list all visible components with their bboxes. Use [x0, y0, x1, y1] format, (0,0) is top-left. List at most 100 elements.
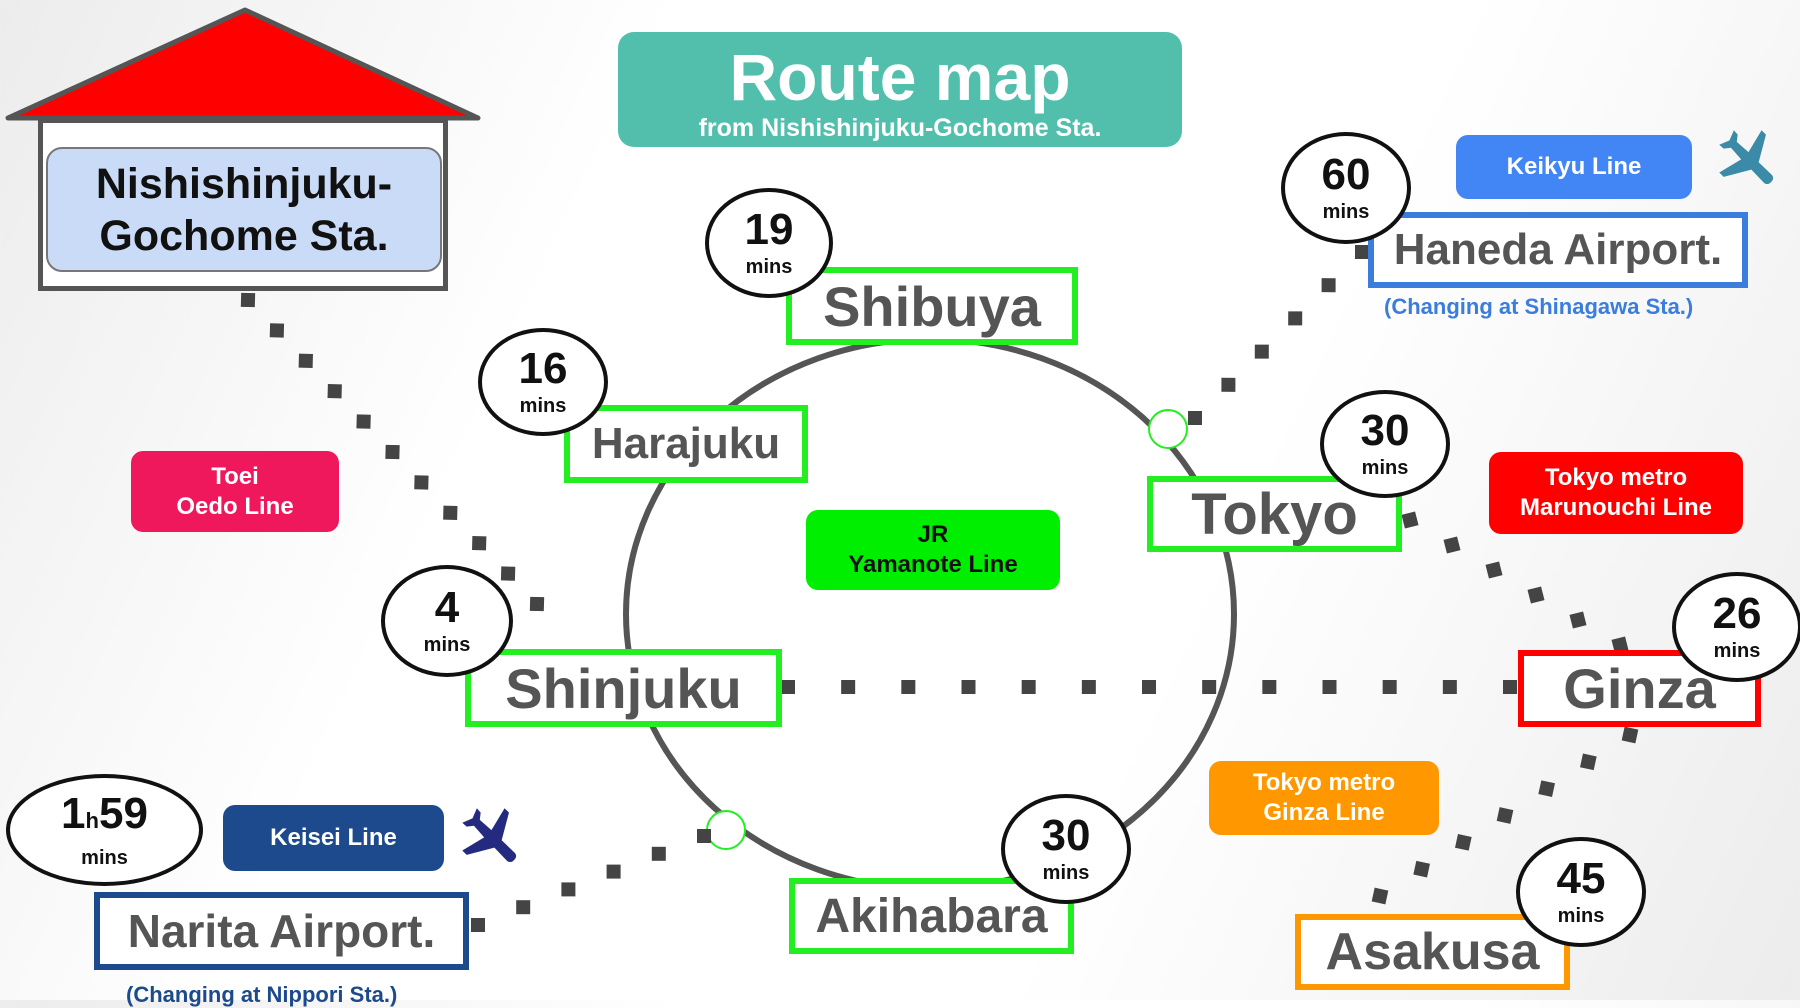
yamanote-line2: Yamanote Line — [848, 551, 1018, 578]
time-tokyo-unit: mins — [1361, 457, 1409, 479]
keisei-route-dot — [651, 846, 666, 861]
ginza-route-dot — [1455, 834, 1472, 851]
marunouchi-route-dot — [1322, 680, 1337, 694]
keisei-label: Keisei Line — [270, 824, 397, 851]
time-narita-hours: 1 — [61, 788, 86, 838]
oedo-route-dot — [529, 596, 545, 612]
marunouchi-route-dot — [1503, 680, 1517, 694]
oedo-line1: Toei — [211, 462, 259, 490]
yamanote-line1: JR — [917, 521, 949, 548]
keikyu-route-dot — [1221, 377, 1236, 392]
time-narita-minutes: 59 — [98, 788, 148, 838]
time-haneda-value: 60 — [1321, 150, 1371, 199]
marunouchi-route-dot — [1382, 680, 1397, 694]
station-asakusa[interactable]: Asakusa — [1295, 914, 1570, 990]
station-haneda-name: Haneda Airport. — [1393, 225, 1723, 274]
station-narita[interactable]: Narita Airport. — [94, 892, 469, 970]
time-badge-haneda: 60 mins — [1281, 132, 1411, 244]
time-ginza-value: 26 — [1712, 589, 1762, 638]
transfer-point-shinagawa — [1148, 409, 1188, 449]
ginza-route-dot — [1621, 726, 1639, 744]
line-badge-keisei: Keisei Line — [223, 805, 444, 871]
station-asakusa-name: Asakusa — [1325, 923, 1540, 981]
station-ginza-name: Ginza — [1563, 657, 1716, 720]
marunouchi-line1: Tokyo metro — [1544, 464, 1688, 491]
ginza-route-dot — [1496, 807, 1514, 824]
station-haneda[interactable]: Haneda Airport. — [1368, 212, 1748, 288]
keikyu-route-dot — [1354, 244, 1370, 260]
time-harajuku-value: 16 — [518, 344, 568, 393]
narita-transfer-note: (Changing at Nippori Sta.) — [126, 982, 398, 1007]
time-haneda-unit: mins — [1322, 201, 1370, 223]
title-heading: Route map — [729, 40, 1071, 114]
station-akihabara-name: Akihabara — [815, 889, 1048, 943]
station-harajuku[interactable]: Harajuku — [564, 405, 808, 483]
oedo-route-dot — [414, 475, 429, 490]
time-badge-shibuya: 19 mins — [705, 188, 833, 298]
time-badge-harajuku: 16 mins — [478, 328, 608, 436]
home-station-line1: Nishishinjuku- — [95, 159, 393, 208]
time-narita-value: 1h59 — [61, 788, 148, 843]
keikyu-route-dot — [1254, 344, 1269, 359]
line-badge-keikyu: Keikyu Line — [1456, 135, 1692, 199]
oedo-route-dot — [269, 323, 285, 338]
time-shibuya-value: 19 — [744, 205, 794, 254]
station-shinjuku[interactable]: Shinjuku — [465, 649, 782, 727]
airplane-icon — [462, 808, 517, 863]
time-badge-narita: 1h59 mins — [6, 774, 203, 886]
time-badge-tokyo: 30 mins — [1320, 390, 1450, 498]
time-badge-ginza: 26 mins — [1672, 572, 1800, 682]
marunouchi-route-dot — [1442, 680, 1457, 694]
time-narita-unit: mins — [81, 846, 128, 869]
oedo-route-dot — [356, 414, 371, 429]
station-shibuya-name: Shibuya — [823, 274, 1041, 338]
marunouchi-route-dot — [841, 680, 856, 694]
line-badge-ginza: Tokyo metro Ginza Line — [1209, 761, 1439, 835]
keisei-route-dot — [516, 900, 531, 915]
ginza-route-dot — [1538, 780, 1555, 797]
station-ginza[interactable]: Ginza — [1518, 650, 1761, 727]
ginza-route-dot — [1413, 860, 1430, 878]
keisei-route-dot — [606, 864, 621, 879]
oedo-route-dot — [298, 353, 313, 368]
time-asakusa-unit: mins — [1557, 905, 1605, 927]
keisei-route-dot — [471, 918, 485, 932]
oedo-route-dot — [327, 384, 342, 399]
time-shinjuku-unit: mins — [423, 634, 471, 656]
marunouchi-line2: Marunouchi Line — [1520, 494, 1712, 521]
station-shibuya[interactable]: Shibuya — [786, 267, 1078, 345]
time-harajuku-unit: mins — [519, 395, 567, 417]
marunouchi-route-2-dot — [1485, 561, 1503, 579]
line-badge-marunouchi: Tokyo metro Marunouchi Line — [1489, 452, 1743, 534]
haneda-transfer-note: (Changing at Shinagawa Sta.) — [1384, 294, 1694, 319]
time-narita-h-label: h — [85, 807, 99, 833]
marunouchi-route-dot — [1081, 680, 1096, 694]
time-badge-asakusa: 45 mins — [1516, 837, 1646, 947]
time-tokyo-value: 30 — [1360, 406, 1410, 455]
ginza-line1: Tokyo metro — [1252, 769, 1396, 796]
time-badge-akihabara: 30 mins — [1001, 794, 1131, 904]
marunouchi-route-2-dot — [1611, 636, 1629, 654]
home-station-label[interactable]: Nishishinjuku- Gochome Sta. — [46, 147, 442, 272]
home-station-line2: Gochome Sta. — [99, 211, 389, 260]
keikyu-route-dot — [1187, 410, 1203, 426]
airplane-icon — [1719, 130, 1774, 185]
marunouchi-route-dot — [901, 680, 916, 694]
station-shinjuku-name: Shinjuku — [505, 656, 742, 720]
station-tokyo-name: Tokyo — [1191, 481, 1358, 547]
time-shinjuku-value: 4 — [434, 583, 460, 632]
oedo-route-dot — [385, 444, 400, 460]
keisei-route-dot — [561, 882, 576, 897]
keikyu-route-dot — [1321, 278, 1336, 293]
oedo-route-dot — [472, 536, 487, 551]
time-asakusa-value: 45 — [1556, 854, 1606, 903]
keikyu-route-dot — [1288, 311, 1303, 326]
time-shibuya-unit: mins — [745, 256, 793, 278]
keikyu-label: Keikyu Line — [1506, 153, 1642, 180]
time-badge-shinjuku: 4 mins — [381, 565, 513, 677]
oedo-route-dot — [240, 292, 256, 308]
marunouchi-route-2-dot — [1443, 536, 1461, 554]
marunouchi-route-dot — [1262, 680, 1277, 694]
oedo-line2: Oedo Line — [176, 492, 294, 520]
marunouchi-route-2-dot — [1401, 511, 1419, 529]
